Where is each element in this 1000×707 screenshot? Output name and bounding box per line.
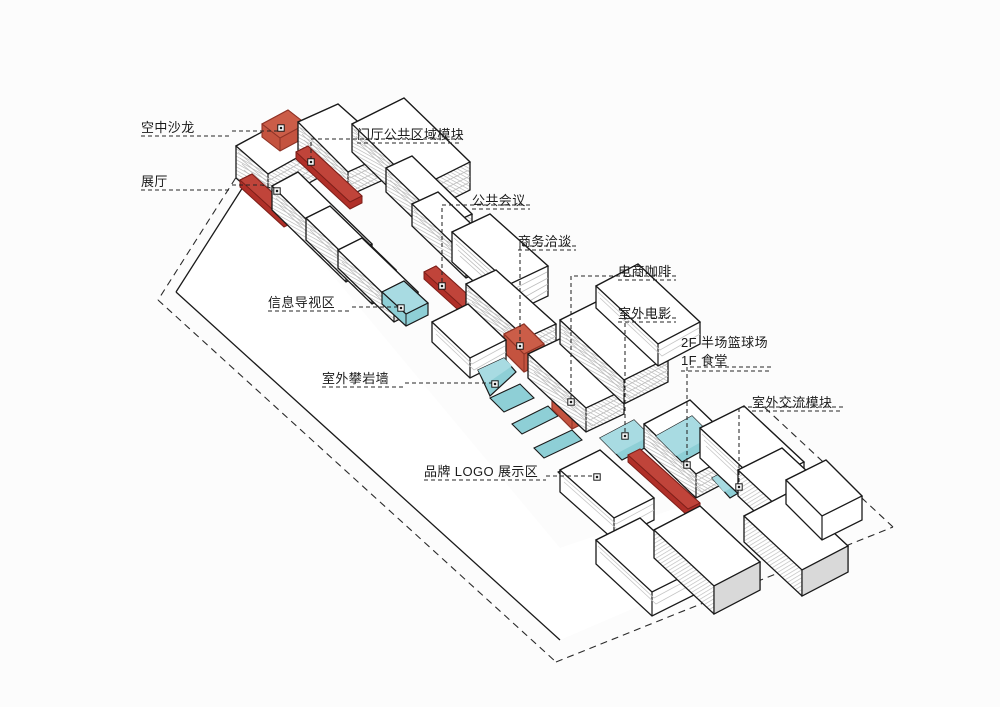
label-outdoor-exchange: 室外交流模块 [752, 395, 833, 410]
leader-public-meeting [441, 204, 530, 284]
label-outdoor-cinema: 室外电影 [618, 306, 672, 321]
building-se-front-bar [558, 449, 656, 541]
leader-exhibition-hall [232, 184, 278, 191]
label-exhibition-hall: 展厅 [141, 174, 168, 189]
label-lobby-public: 门厅公共区域模块 [357, 127, 465, 142]
marker-climbing-wall [491, 380, 499, 388]
marker-outdoor-exchange [735, 483, 743, 491]
leader-outdoor-exchange [738, 406, 843, 485]
building-centre-a [450, 213, 550, 315]
label-public-meeting: 公共会议 [472, 193, 526, 208]
label-business-talk: 商务洽谈 [518, 234, 572, 249]
leader-basketball-canteen [686, 366, 771, 463]
label-underlines [141, 135, 843, 481]
marker-sky-salon [277, 124, 285, 132]
marker-outdoor-cinema [621, 432, 629, 440]
label-climbing-wall: 室外攀岩墙 [322, 371, 390, 386]
leader-ecommerce-cafe [570, 275, 676, 400]
building-bottom-b [652, 505, 762, 615]
marker-basketball-canteen [683, 461, 691, 469]
program-block-climbing-wall [477, 357, 517, 398]
building-east-far [784, 459, 864, 541]
label-canteen-1f: 1F 食堂 [681, 353, 728, 368]
building-sw-bar-a [430, 303, 508, 379]
marker-ecommerce-cafe [567, 398, 575, 406]
label-ecommerce-cafe: 电商咖啡 [618, 264, 672, 279]
leader-outdoor-cinema [624, 317, 676, 434]
marker-business-talk [516, 342, 524, 350]
building-bottom-c [742, 491, 850, 597]
marker-lobby-public [307, 158, 315, 166]
label-sky-salon: 空中沙龙 [141, 120, 195, 135]
marker-info-guide-area [397, 304, 405, 312]
label-brand-logo-area: 品牌 LOGO 展示区 [424, 464, 539, 479]
building-centre-d [558, 297, 670, 405]
label-basketball-2f: 2F 半场篮球场 [681, 335, 768, 350]
leader-lines [232, 126, 843, 485]
building-centre-e [594, 263, 702, 367]
label-info-guide-area: 信息导视区 [268, 295, 336, 310]
leader-business-talk [519, 245, 576, 344]
marker-public-meeting [438, 282, 446, 290]
marker-exhibition-hall [273, 187, 281, 195]
leader-lobby-public [310, 138, 462, 160]
marker-brand-logo-area [593, 473, 601, 481]
